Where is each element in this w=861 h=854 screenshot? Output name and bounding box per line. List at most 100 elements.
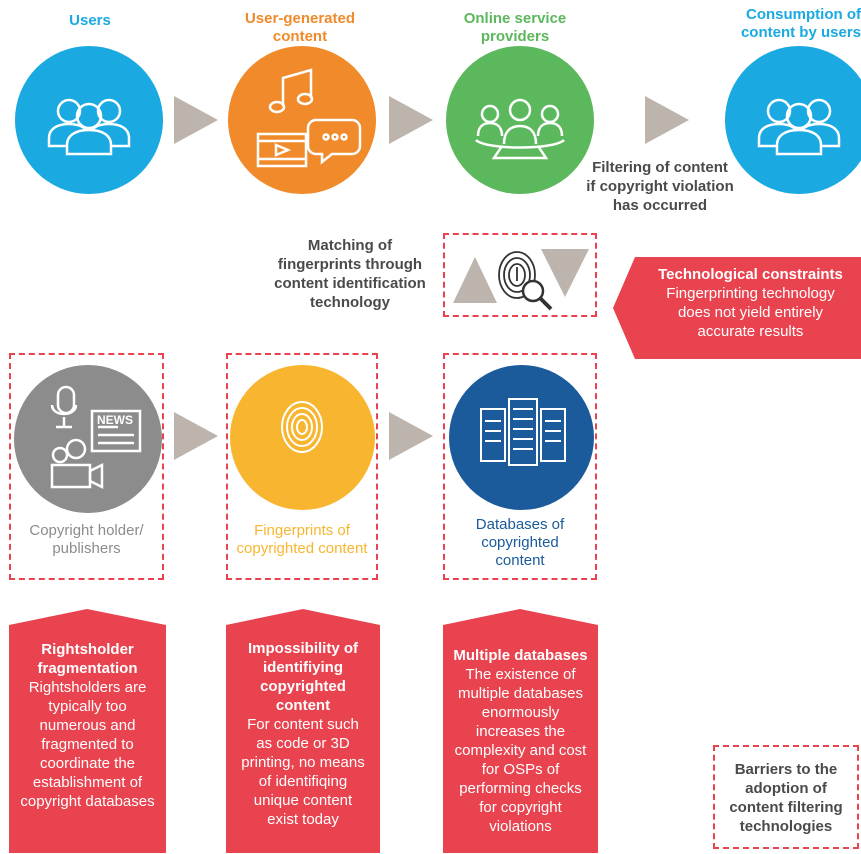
tech-constraints-title: Technological constraints [658,266,843,283]
barrier-3-body-line4: increases the [475,723,566,740]
holder-caption-line2: publishers [52,540,121,557]
barrier-1-body-line3: numerous and [39,717,136,734]
databases-caption-line1: Databases of [475,516,565,533]
fingerprints-caption-line1: Fingerprints of [254,522,350,539]
barrier-1-title-line2: fragmentation [37,660,138,677]
legend-line2: adoption of [745,780,827,797]
barrier-3-body-line7: performing checks [459,780,582,797]
filtering-line1: Filtering of content [592,159,728,176]
media-icon [256,68,362,168]
filtering-text: Filtering of content if copyright violat… [580,158,740,215]
users-group-icon [47,98,131,156]
databases-circle [449,365,594,510]
fingerprints-circle [230,365,375,510]
osp-title-line1: Online service [463,10,567,27]
users-circle [15,46,163,194]
tech-constraints-line3: accurate results [697,323,804,340]
barrier-1-body-line4: fragmented to [41,736,134,753]
holder-caption-line1: Copyright holder/ [29,522,144,539]
ugc-title-line1: User-generated [244,10,356,27]
barrier-3-title-line1: Multiple databases [453,647,588,664]
matching-line1: Matching of [307,237,393,254]
barrier-2-title-line4: content [275,697,331,714]
barrier-2-title-line2: identifiying [263,659,343,676]
barrier-3-body-line9: violations [489,818,552,835]
users-title: Users [69,12,111,29]
consumption-title-line1: Consumption of [746,6,861,23]
databases-caption: Databases of copyrighted content [443,516,597,570]
barrier-3-body-line1: The existence of [465,666,576,683]
barrier-2-body-line6: exist today [267,811,339,828]
barrier-1-body-line2: typically too [48,698,127,715]
barrier-1-body-line1: Rightsholders are [28,679,147,696]
tech-constraints-shape [613,257,861,359]
legend-box [713,745,859,849]
ugc-title: User-generated content [230,10,370,46]
arrow-users-to-ugc [174,96,218,144]
legend-line1: Barriers to the [734,761,838,778]
consumption-title: Consumption of content by users [728,6,861,42]
barrier-2-body-line5: unique content [253,792,353,809]
osp-title: Online service providers [445,10,585,46]
publisher-media-icon [50,385,142,490]
holder-caption: Copyright holder/ publishers [9,522,164,558]
consumption-title-line2: content by users [740,24,861,41]
legend-line3: content filtering [729,799,843,816]
arrow-fp-to-db [389,412,433,460]
matching-box [443,233,597,317]
server-rack-icon [480,398,566,466]
barrier-1-title-line1: Rightsholder [41,641,134,658]
legend-text: Barriers to the adoption of content filt… [713,760,859,836]
barrier-shape-3 [443,609,598,853]
barrier-shape-1 [9,609,166,853]
holder-circle: NEWS [14,365,162,513]
barrier-3-body-line5: complexity and cost [454,742,587,759]
databases-caption-line2: copyrighted [481,534,559,551]
barrier-1-body-line6: establishment of [32,774,143,791]
matching-line4: technology [309,294,390,311]
barrier-card-1: Rightsholder fragmentation Rightsholders… [9,640,166,811]
barrier-2-title-line3: copyrighted [260,678,346,695]
ugc-circle [228,46,376,194]
arrow-holder-to-fp [174,412,218,460]
barrier-1-body-line7: copyright databases [20,793,155,810]
fingerprints-caption-line2: copyrighted content [236,540,368,557]
legend-line4: technologies [739,818,833,835]
barrier-3-body-line8: for copyright [479,799,562,816]
tech-constraints-text: Technological constraints Fingerprinting… [640,265,861,341]
matching-line3: content identification [274,275,426,292]
barrier-2-body-line1: For content such [247,716,359,733]
barrier-2-body-line4: of identifiqing [258,773,348,790]
consumption-circle [725,46,861,194]
fingerprints-box [226,353,378,580]
network-users-icon [475,98,565,160]
ugc-title-line2: content [272,28,328,45]
filtering-line2: if copyright violation [586,178,734,195]
databases-box [443,353,597,580]
barrier-3-body-line2: multiple databases [457,685,584,702]
arrow-ugc-to-osp [389,96,433,144]
fingerprint-search-icon [453,249,589,311]
matching-text: Matching of fingerprints through content… [265,236,435,312]
tech-constraints-line1: Fingerprinting technology [666,285,835,302]
barrier-3-body-line6: for OSPs of [481,761,560,778]
matching-line2: fingerprints through [277,256,423,273]
arrow-osp-to-consumption [645,96,689,144]
osp-title-line2: providers [480,28,550,45]
databases-caption-line3: content [495,552,545,569]
barrier-2-body-line2: as code or 3D [256,735,350,752]
barrier-2-title-line1: Impossibility of [247,640,358,657]
barrier-1-body-line5: coordinate the [39,755,136,772]
barrier-card-3: Multiple databases The existence of mult… [443,646,598,836]
fingerprint-icon [281,401,323,453]
barrier-card-2: Impossibility of identifiying copyrighte… [226,639,380,829]
barrier-3-body-line3: enormously [481,704,560,721]
holder-box [9,353,164,580]
barrier-shape-2 [226,609,380,853]
tech-constraints-line2: does not yield entirely [677,304,824,321]
filtering-line3: has occurred [612,197,708,214]
fingerprints-caption: Fingerprints of copyrighted content [226,522,378,558]
news-label: NEWS [97,413,133,427]
users-group-icon-2 [757,98,841,156]
osp-circle [446,46,594,194]
